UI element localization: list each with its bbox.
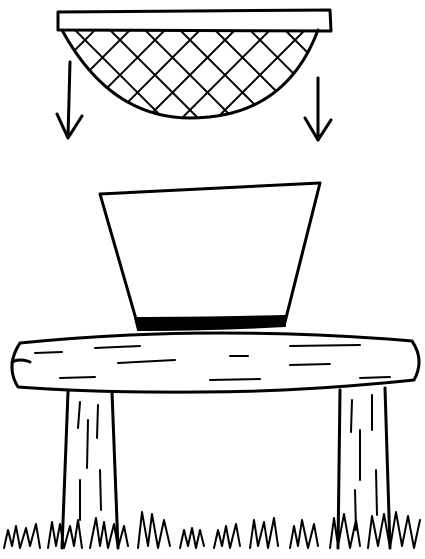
arrow-icon [57, 62, 82, 138]
tub [100, 183, 320, 330]
sieve-net [0, 10, 385, 130]
grass [4, 512, 420, 548]
wooden-bench [12, 333, 419, 548]
arrow-icon [305, 78, 331, 140]
